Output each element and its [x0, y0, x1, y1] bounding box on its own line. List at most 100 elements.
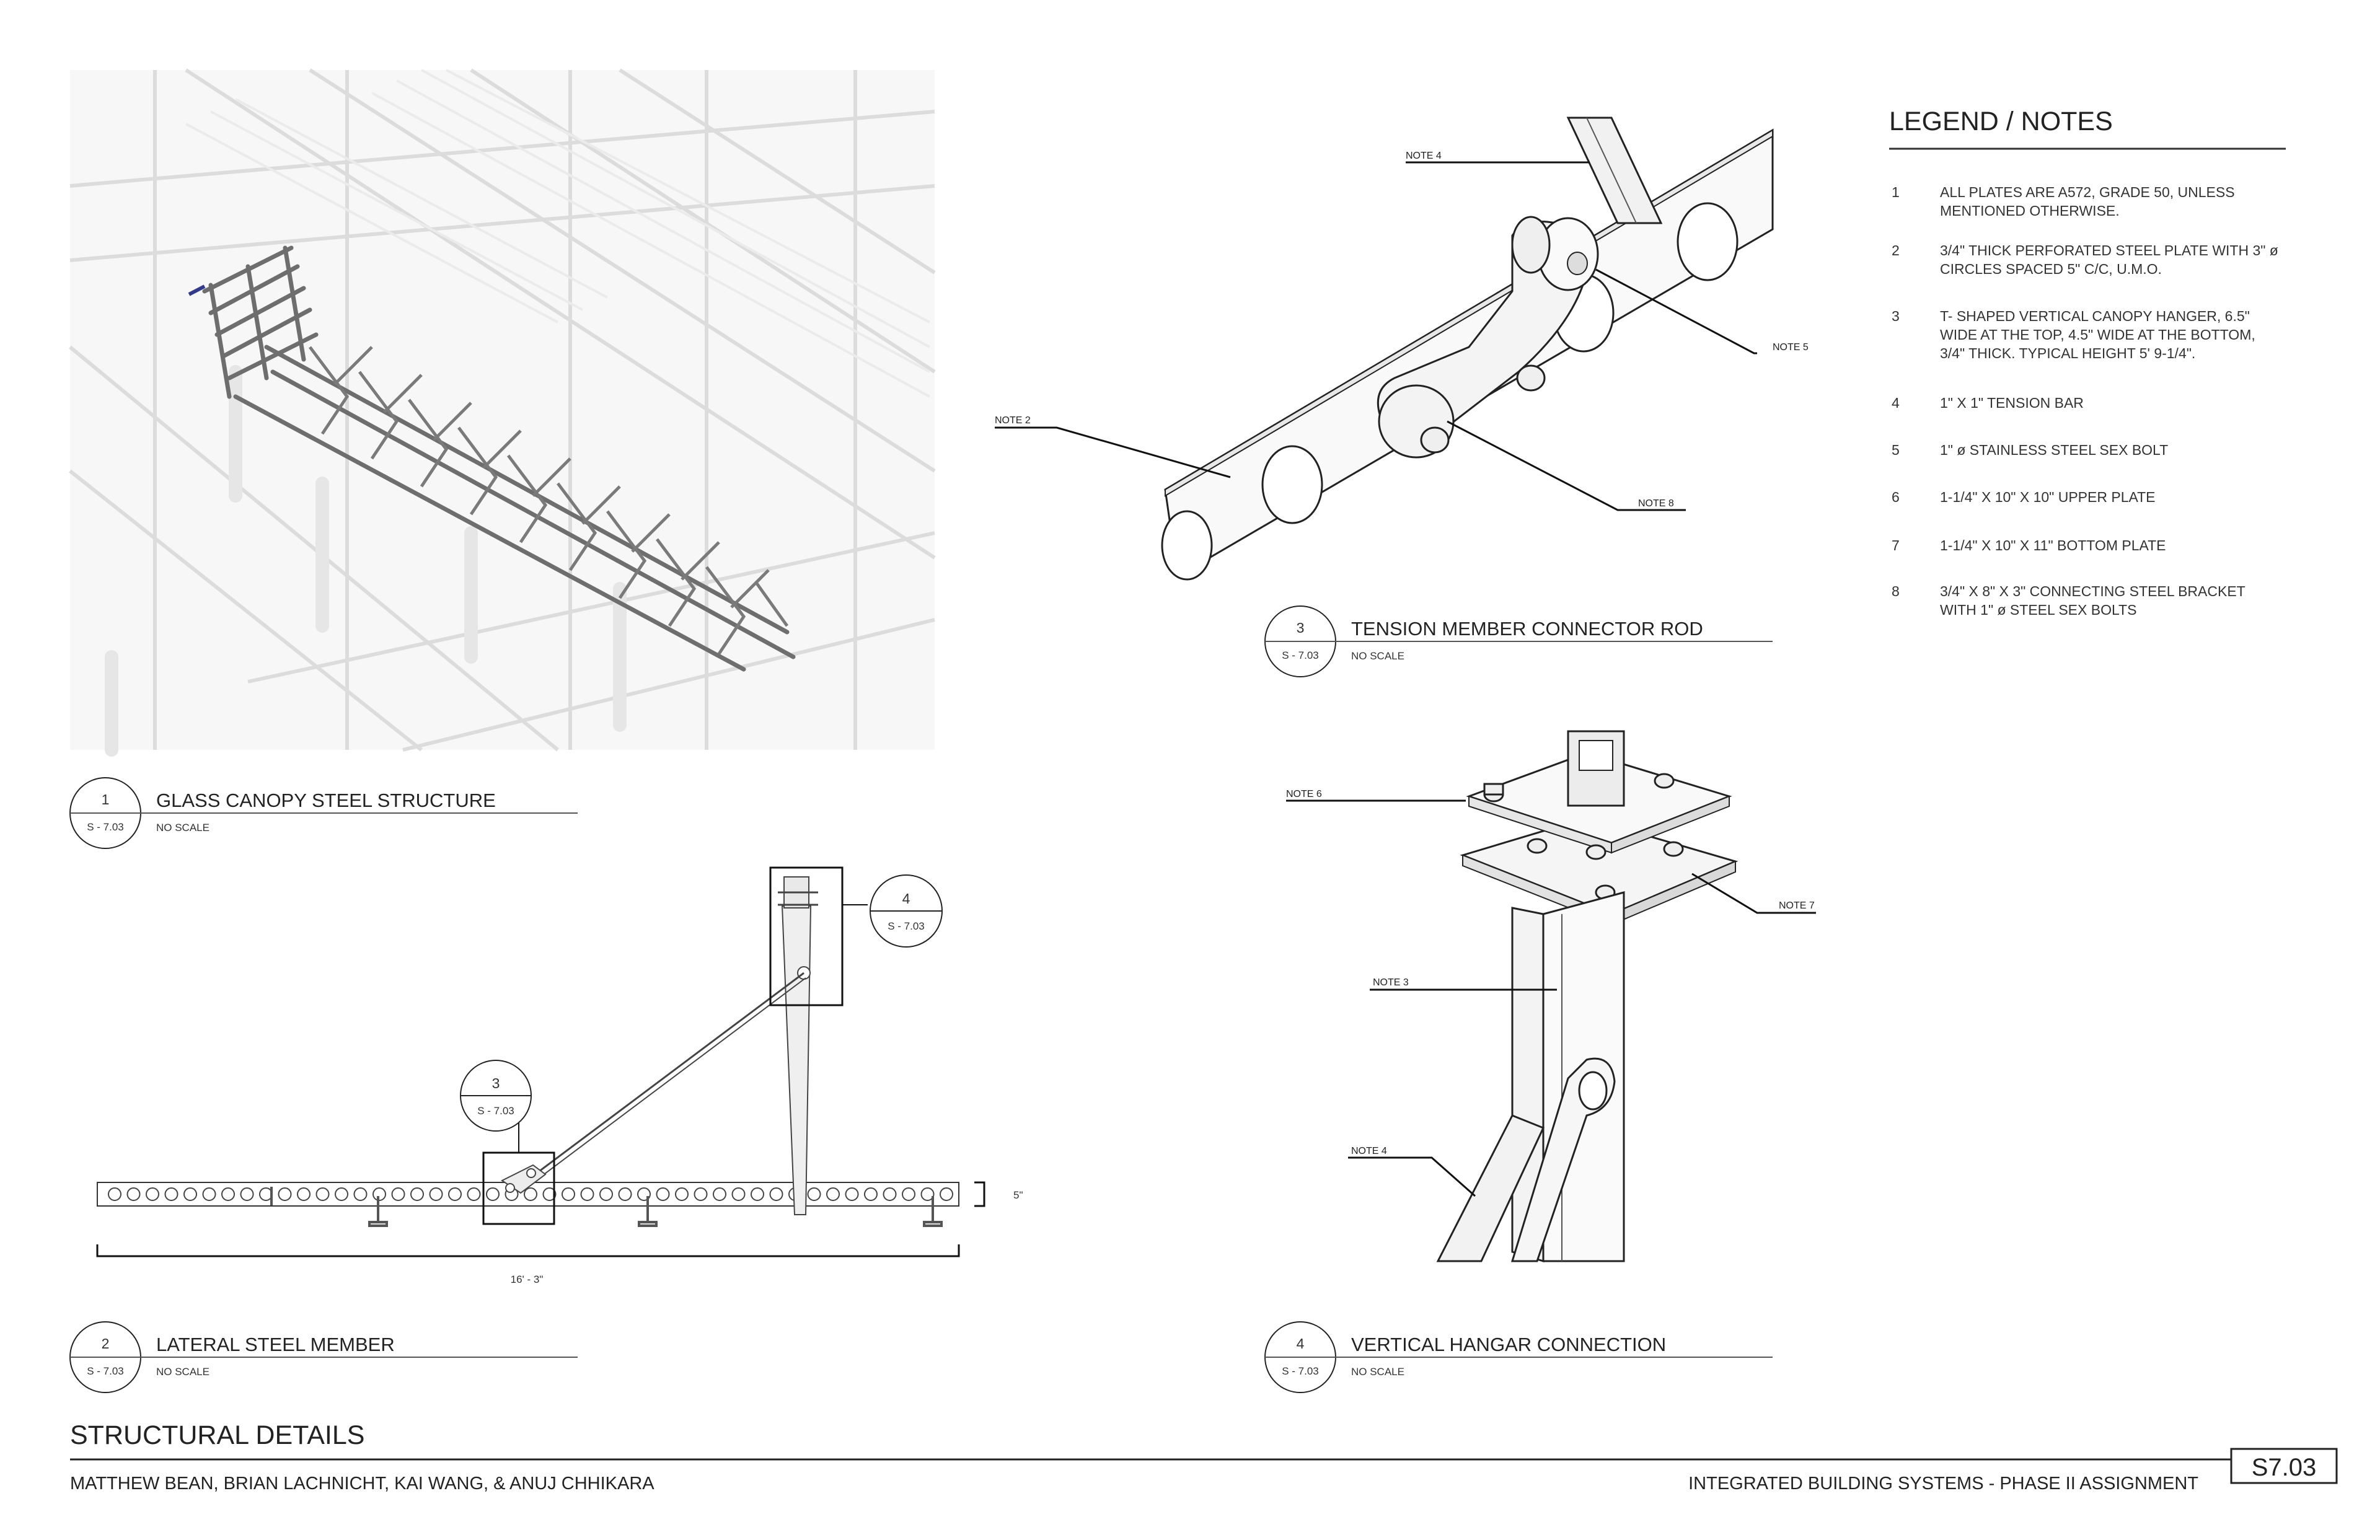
legend-item-number: 7	[1892, 537, 1900, 553]
callout-bubble-3[interactable]: 3 S - 7.03	[460, 1060, 532, 1132]
detail-title: VERTICAL HANGAR CONNECTION	[1351, 1334, 1666, 1355]
perforation-hole	[618, 1187, 632, 1201]
sheet-number: S7.03	[2252, 1454, 2317, 1481]
perforation-hole	[297, 1187, 311, 1201]
legend-item-text: CIRCLES SPACED 5" C/C, U.M.O.	[1940, 261, 2162, 277]
tension-connector-render: NOTE 4 NOTE 5 NOTE 2 NOTE 8	[995, 117, 1809, 581]
dimension-height-label: 5"	[1013, 1189, 1023, 1201]
legend-item-text: 1" ø STAINLESS STEEL SEX BOLT	[1940, 442, 2168, 458]
perforation-hole	[126, 1187, 141, 1201]
perforation-hole	[599, 1187, 613, 1201]
perforation-hole	[656, 1187, 670, 1201]
perforation-hole	[448, 1187, 462, 1201]
callout-ref: S - 7.03	[888, 920, 925, 932]
perforation-hole	[202, 1187, 216, 1201]
note-label: NOTE 6	[1286, 789, 1322, 799]
legend-item-text: T- SHAPED VERTICAL CANOPY HANGER, 6.5"	[1940, 308, 2250, 324]
detail-scale: NO SCALE	[1351, 650, 1404, 662]
detail-ref: S - 7.03	[87, 821, 124, 833]
perforation-hole	[146, 1187, 159, 1201]
note-label: NOTE 4	[1406, 151, 1442, 161]
perforation-hole	[580, 1187, 594, 1201]
legend-item-number: 4	[1892, 395, 1900, 411]
detail-title-4: 4 S - 7.03 VERTICAL HANGAR CONNECTION NO…	[1264, 1321, 1773, 1393]
legend-item-number: 8	[1892, 583, 1900, 599]
vertical-hanger-render: NOTE 6 NOTE 7 NOTE 3 NOTE 4	[1286, 730, 1816, 1263]
perforation-hole	[221, 1187, 235, 1201]
detail-title-2: 2 S - 7.03 LATERAL STEEL MEMBER NO SCALE	[69, 1321, 578, 1393]
perforation-hole	[920, 1187, 935, 1201]
dimension-length-label: 16' - 3"	[511, 1274, 544, 1285]
perforation-hole	[807, 1187, 821, 1201]
dimension-height	[974, 1181, 985, 1207]
legend-item-text: MENTIONED OTHERWISE.	[1940, 203, 2120, 219]
perforation-hole	[524, 1187, 537, 1201]
course-name: INTEGRATED BUILDING SYSTEMS - PHASE II A…	[1688, 1474, 2198, 1494]
note-label: NOTE 5	[1773, 342, 1809, 353]
perforation-hole	[486, 1187, 500, 1201]
detail-title-1: 1 S - 7.03 GLASS CANOPY STEEL STRUCTURE …	[69, 777, 578, 849]
bar-perforations	[108, 1187, 953, 1201]
legend-item-text: WITH 1" ø STEEL SEX BOLTS	[1940, 602, 2136, 618]
note-label: NOTE 2	[995, 415, 1031, 426]
note-label: NOTE 4	[1351, 1146, 1387, 1156]
perforation-hole	[108, 1187, 121, 1201]
detail-ref: S - 7.03	[1282, 1365, 1319, 1377]
detail-ref: S - 7.03	[87, 1365, 124, 1377]
detail-scale: NO SCALE	[1351, 1366, 1404, 1378]
perforation-hole	[713, 1187, 726, 1201]
perforation-hole	[751, 1187, 764, 1201]
legend-item-number: 1	[1892, 184, 1900, 200]
perforation-hole	[769, 1187, 783, 1201]
detail-scale: NO SCALE	[156, 822, 209, 834]
perforation-hole	[240, 1187, 254, 1201]
legend-item-number: 6	[1892, 489, 1900, 505]
perforation-hole	[183, 1187, 197, 1201]
detail-box-4	[769, 866, 844, 1006]
legend-item: 6 1-1/4" X 10" X 10" UPPER PLATE	[1892, 489, 2156, 505]
callout-number: 3	[492, 1075, 500, 1091]
perforation-hole	[826, 1187, 840, 1201]
detail-title: LATERAL STEEL MEMBER	[156, 1334, 395, 1355]
lateral-member-elevation: 16' - 3" 5"	[96, 866, 1023, 1285]
perforation-hole	[731, 1187, 746, 1201]
callout-bubble-4[interactable]: 4 S - 7.03	[870, 874, 943, 948]
detail-number: 1	[102, 791, 110, 807]
note-label: NOTE 3	[1373, 977, 1409, 988]
legend-item-text: ALL PLATES ARE A572, GRADE 50, UNLESS	[1940, 184, 2235, 200]
bolt-heads	[1420, 364, 1546, 454]
legend-item-text: 1-1/4" X 10" X 10" UPPER PLATE	[1940, 489, 2156, 505]
legend-item-number: 3	[1892, 308, 1900, 324]
detail-number: 4	[1297, 1335, 1305, 1352]
perforation-hole	[410, 1187, 424, 1201]
detail-title: GLASS CANOPY STEEL STRUCTURE	[156, 790, 496, 811]
perforation-hole	[353, 1187, 368, 1201]
note-label: NOTE 7	[1779, 900, 1815, 911]
sheet-number-box	[2230, 1448, 2338, 1484]
perforation-hole	[391, 1187, 405, 1201]
detail-title-3: 3 S - 7.03 TENSION MEMBER CONNECTOR ROD …	[1264, 605, 1773, 677]
perforation-hole	[429, 1187, 443, 1201]
perforation-hole	[845, 1187, 859, 1201]
detail-title: TENSION MEMBER CONNECTOR ROD	[1351, 618, 1703, 640]
legend-item-number: 2	[1892, 242, 1900, 258]
detail-scale: NO SCALE	[156, 1366, 209, 1378]
sheet-title: STRUCTURAL DETAILS	[70, 1420, 364, 1450]
note-label: NOTE 8	[1638, 498, 1674, 509]
perforation-hole	[562, 1187, 575, 1201]
authors: MATTHEW BEAN, BRIAN LACHNICHT, KAI WANG,…	[70, 1474, 654, 1494]
detail-number: 2	[102, 1335, 110, 1352]
callout-number: 4	[902, 891, 910, 907]
legend-item-text: 3/4" THICK. TYPICAL HEIGHT 5' 9-1/4".	[1940, 345, 2195, 361]
perforation-hole	[675, 1187, 689, 1201]
perforation-hole	[164, 1187, 178, 1201]
canopy-isometric-render	[69, 68, 936, 757]
legend-item-text: WIDE AT THE TOP, 4.5" WIDE AT THE BOTTOM…	[1940, 327, 2255, 343]
